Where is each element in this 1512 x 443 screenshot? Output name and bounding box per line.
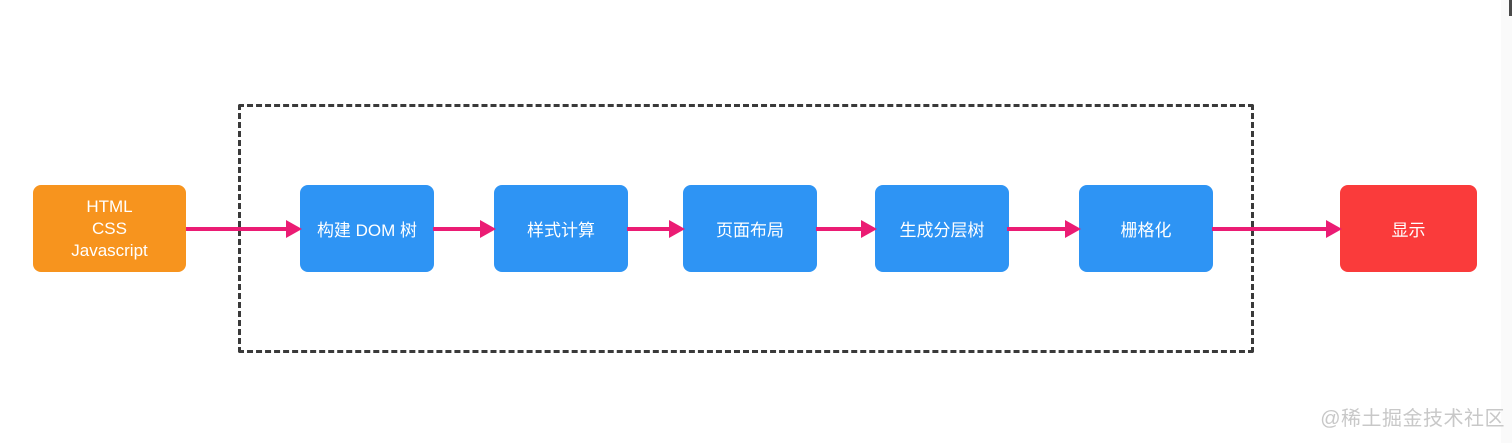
arrow-line — [186, 227, 286, 231]
arrow-layout-to-layer-icon — [816, 220, 877, 238]
stage-style-calculation: 样式计算 — [494, 185, 628, 272]
arrow-line — [816, 227, 861, 231]
juejin-watermark: @稀土掘金技术社区 — [1320, 408, 1505, 430]
arrow-head-icon — [669, 220, 685, 238]
display-output-label: 显示 — [1391, 221, 1426, 240]
source-files-node: HTML CSS Javascript — [33, 185, 186, 272]
arrow-layer-to-raster-icon — [1007, 220, 1081, 238]
stage-layer-tree: 生成分层树 — [875, 185, 1009, 272]
arrow-line — [433, 227, 480, 231]
arrow-head-icon — [1065, 220, 1081, 238]
stage-build-dom-tree: 构建 DOM 树 — [300, 185, 434, 272]
stage-page-layout-label: 页面布局 — [716, 221, 784, 240]
arrow-style-to-layout-icon — [627, 220, 685, 238]
source-line-css: CSS — [92, 218, 127, 238]
source-line-javascript: Javascript — [71, 240, 148, 260]
stage-rasterization-label: 栅格化 — [1120, 221, 1172, 240]
arrow-head-icon — [480, 220, 496, 238]
source-line-html: HTML — [86, 196, 133, 216]
stage-build-dom-tree-label: 构建 DOM 树 — [316, 221, 418, 240]
display-output-node: 显示 — [1340, 185, 1477, 272]
arrow-head-icon — [286, 220, 302, 238]
arrow-source-to-dom-icon — [186, 220, 302, 238]
stage-page-layout: 页面布局 — [683, 185, 817, 272]
arrow-line — [627, 227, 669, 231]
stage-layer-tree-label: 生成分层树 — [899, 221, 985, 240]
arrow-line — [1007, 227, 1065, 231]
stage-style-calculation-label: 样式计算 — [527, 221, 595, 240]
right-edge-scrollbar-tick[interactable] — [1509, 0, 1512, 16]
arrow-dom-to-style-icon — [433, 220, 496, 238]
arrow-head-icon — [1326, 220, 1342, 238]
arrow-raster-to-display-icon — [1212, 220, 1342, 238]
stage-rasterization: 栅格化 — [1079, 185, 1213, 272]
arrow-head-icon — [861, 220, 877, 238]
arrow-line — [1212, 227, 1326, 231]
right-edge-strip — [1501, 0, 1512, 443]
